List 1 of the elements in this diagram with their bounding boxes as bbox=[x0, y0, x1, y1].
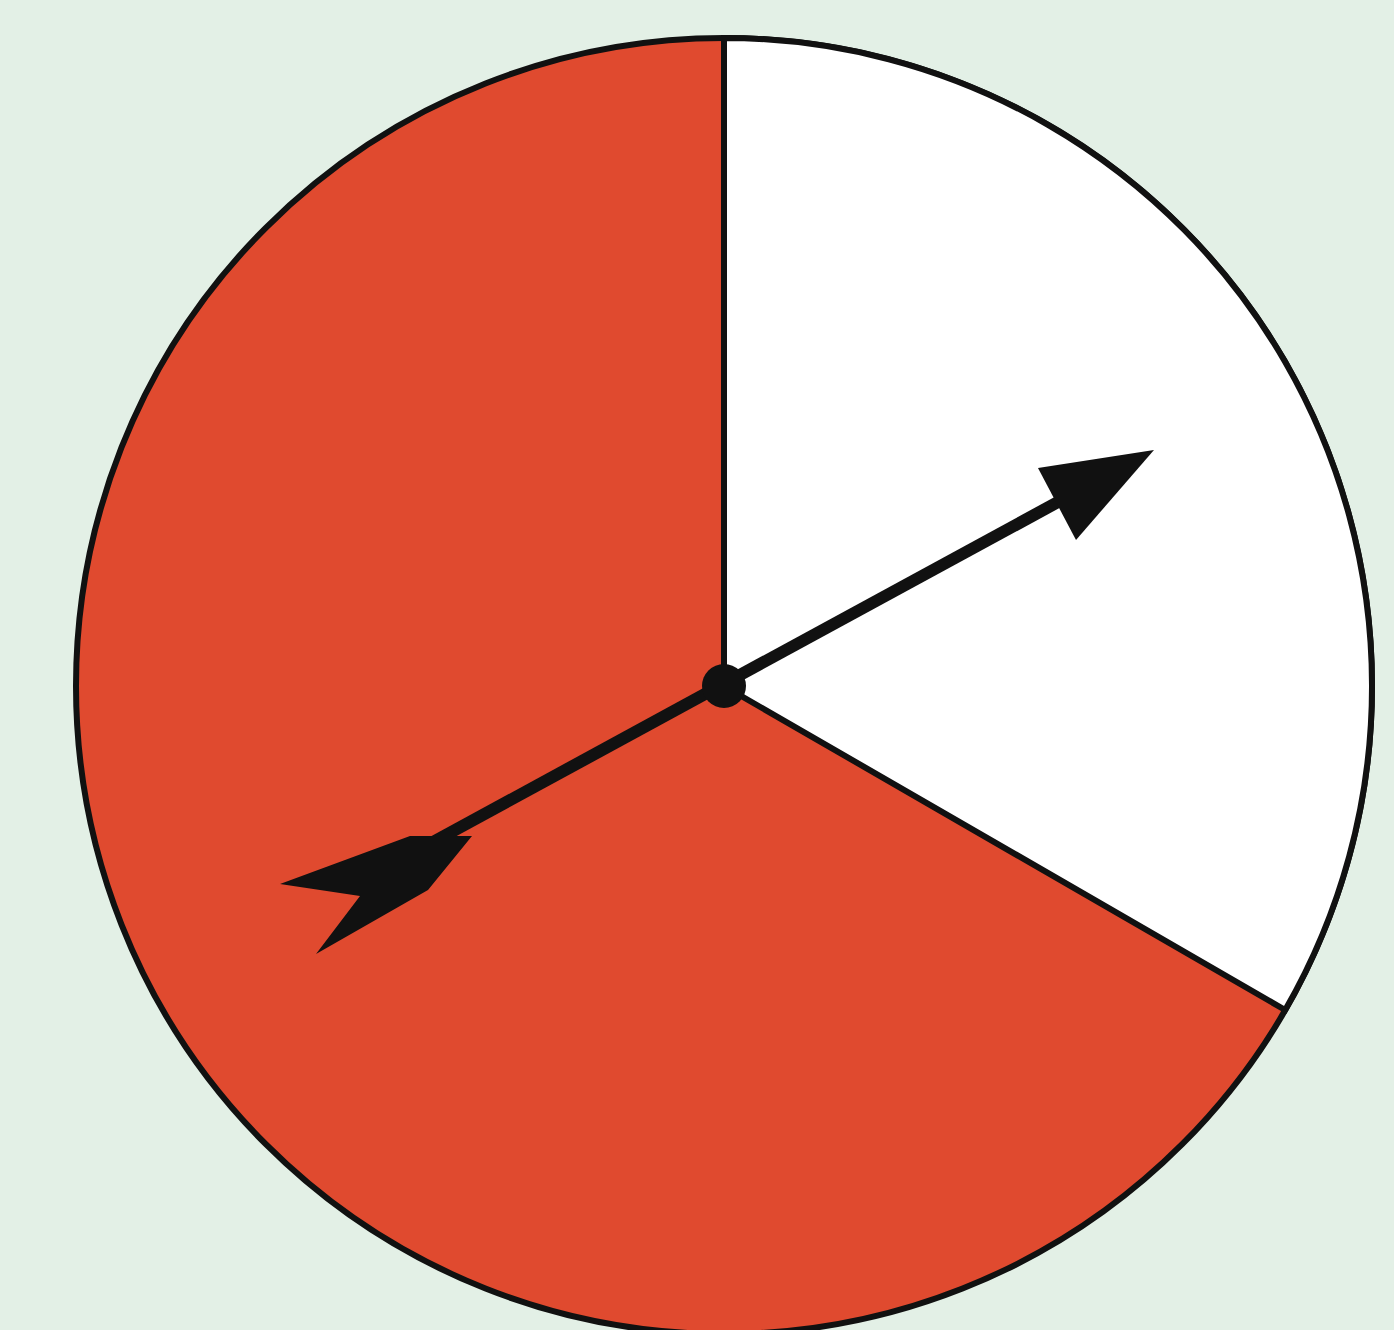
spinner-drawing bbox=[73, 35, 1375, 1330]
